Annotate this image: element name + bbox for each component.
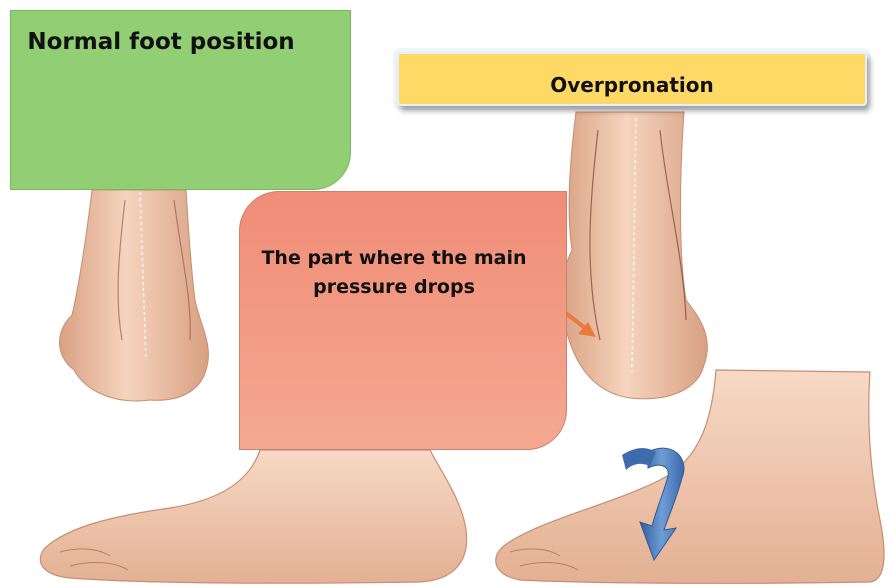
foot-side-normal-illustration bbox=[40, 450, 466, 583]
normal-foot-label: Normal foot position bbox=[10, 10, 351, 190]
overpronation-label: Overpronation bbox=[397, 52, 867, 106]
heel-normal-illustration bbox=[60, 190, 209, 401]
heel-overpronated-illustration bbox=[560, 112, 707, 399]
pressure-callout: The part where the main pressure drops bbox=[239, 191, 567, 450]
